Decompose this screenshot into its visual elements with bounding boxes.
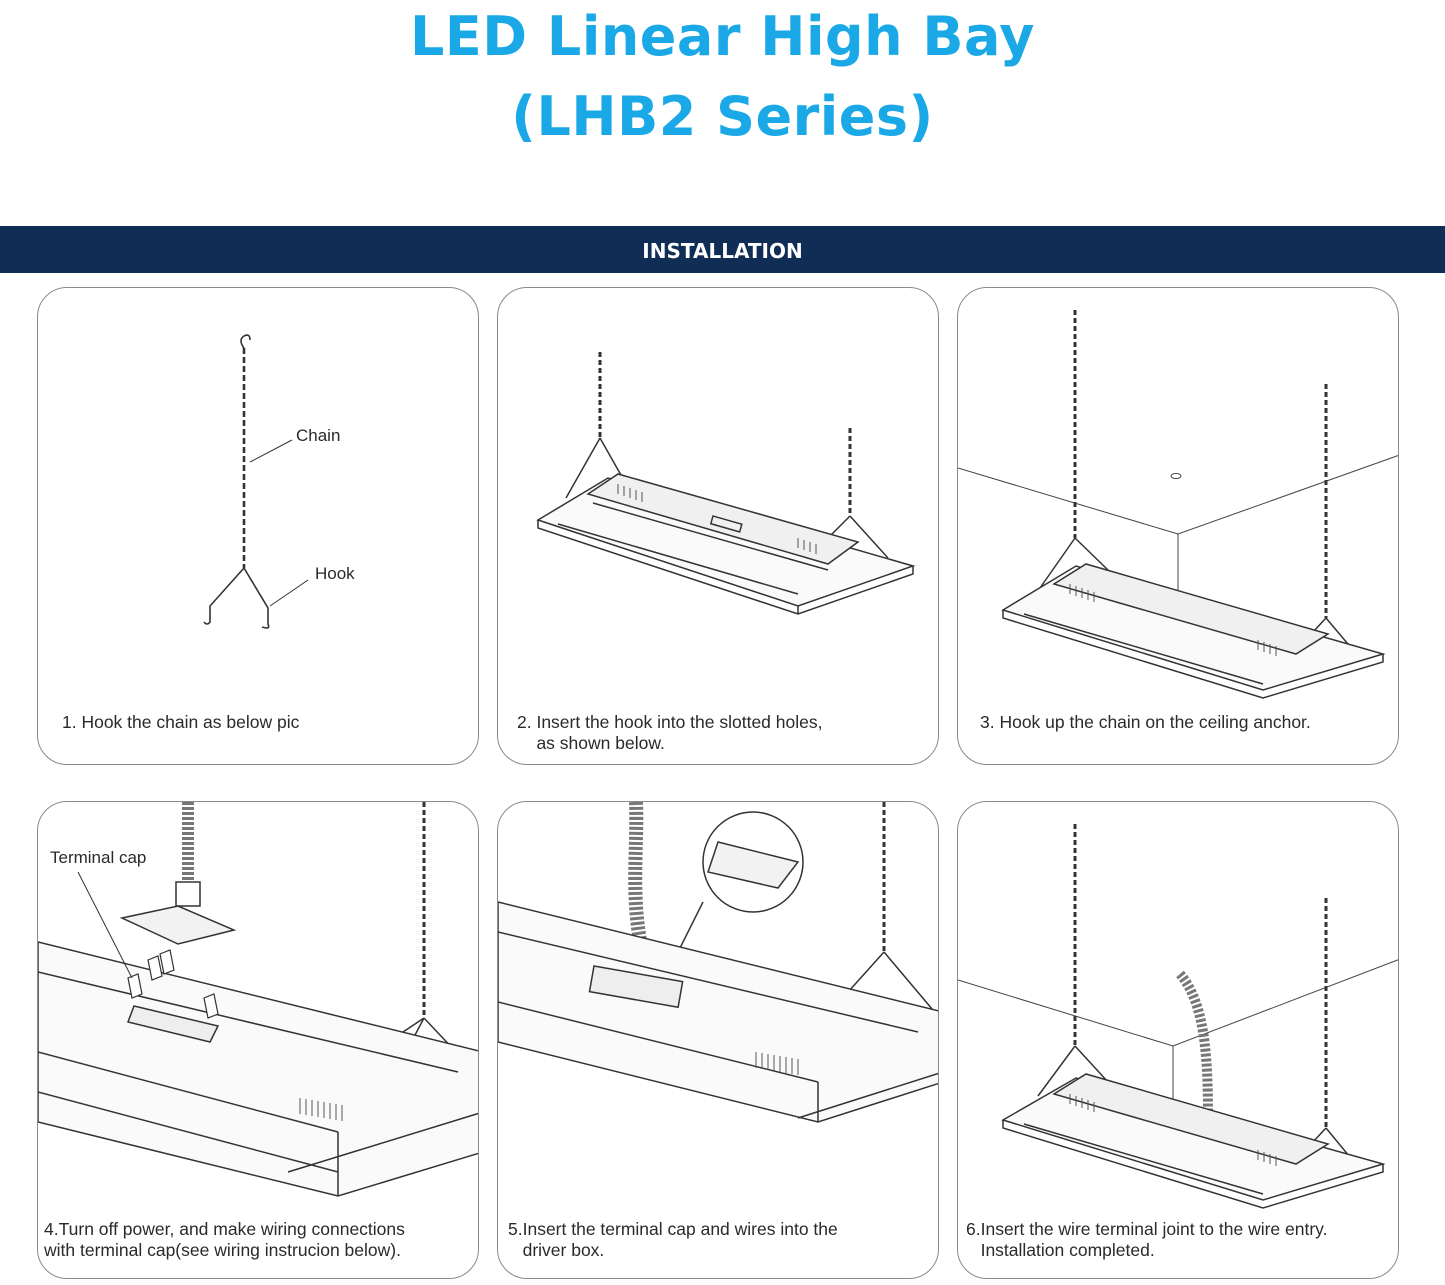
- step-1-panel: Chain Hook 1. Hook the chain as below pi…: [37, 287, 479, 765]
- step-5-panel: 5.Insert the terminal cap and wires into…: [497, 801, 939, 1279]
- fixture-hook-illustration: [536, 352, 916, 615]
- page-title: LED Linear High Bay: [409, 5, 1035, 68]
- step-2-panel: 2. Insert the hook into the slotted hole…: [497, 287, 939, 765]
- step-1-caption: 1. Hook the chain as below pic: [62, 712, 300, 732]
- step-2-caption: 2. Insert the hook into the slotted hole…: [517, 712, 823, 753]
- step-5-caption: 5.Insert the terminal cap and wires into…: [508, 1219, 838, 1260]
- installation-banner: INSTALLATION: [0, 226, 1445, 273]
- chain-hook-illustration: [203, 334, 309, 629]
- step-4-caption: 4.Turn off power, and make wiring connec…: [44, 1219, 405, 1260]
- step-6-caption: 6.Insert the wire terminal joint to the …: [966, 1219, 1328, 1260]
- chain-label: Chain: [296, 426, 341, 445]
- ceiling-hang-illustration: [958, 310, 1398, 699]
- step-3-caption: 3. Hook up the chain on the ceiling anch…: [980, 712, 1311, 732]
- step-6-panel: 6.Insert the wire terminal joint to the …: [957, 801, 1399, 1279]
- banner-label: INSTALLATION: [642, 239, 803, 263]
- installation-complete-illustration: [958, 824, 1398, 1209]
- wiring-connection-illustration: [38, 802, 478, 1197]
- driver-box-illustration: [498, 802, 938, 1123]
- hook-label: Hook: [315, 564, 355, 583]
- step-3-panel: 3. Hook up the chain on the ceiling anch…: [957, 287, 1399, 765]
- step-4-panel: Terminal cap 4.Turn off power, and make …: [37, 801, 479, 1279]
- page-subtitle: (LHB2 Series): [511, 85, 934, 148]
- terminal-cap-label: Terminal cap: [50, 848, 147, 867]
